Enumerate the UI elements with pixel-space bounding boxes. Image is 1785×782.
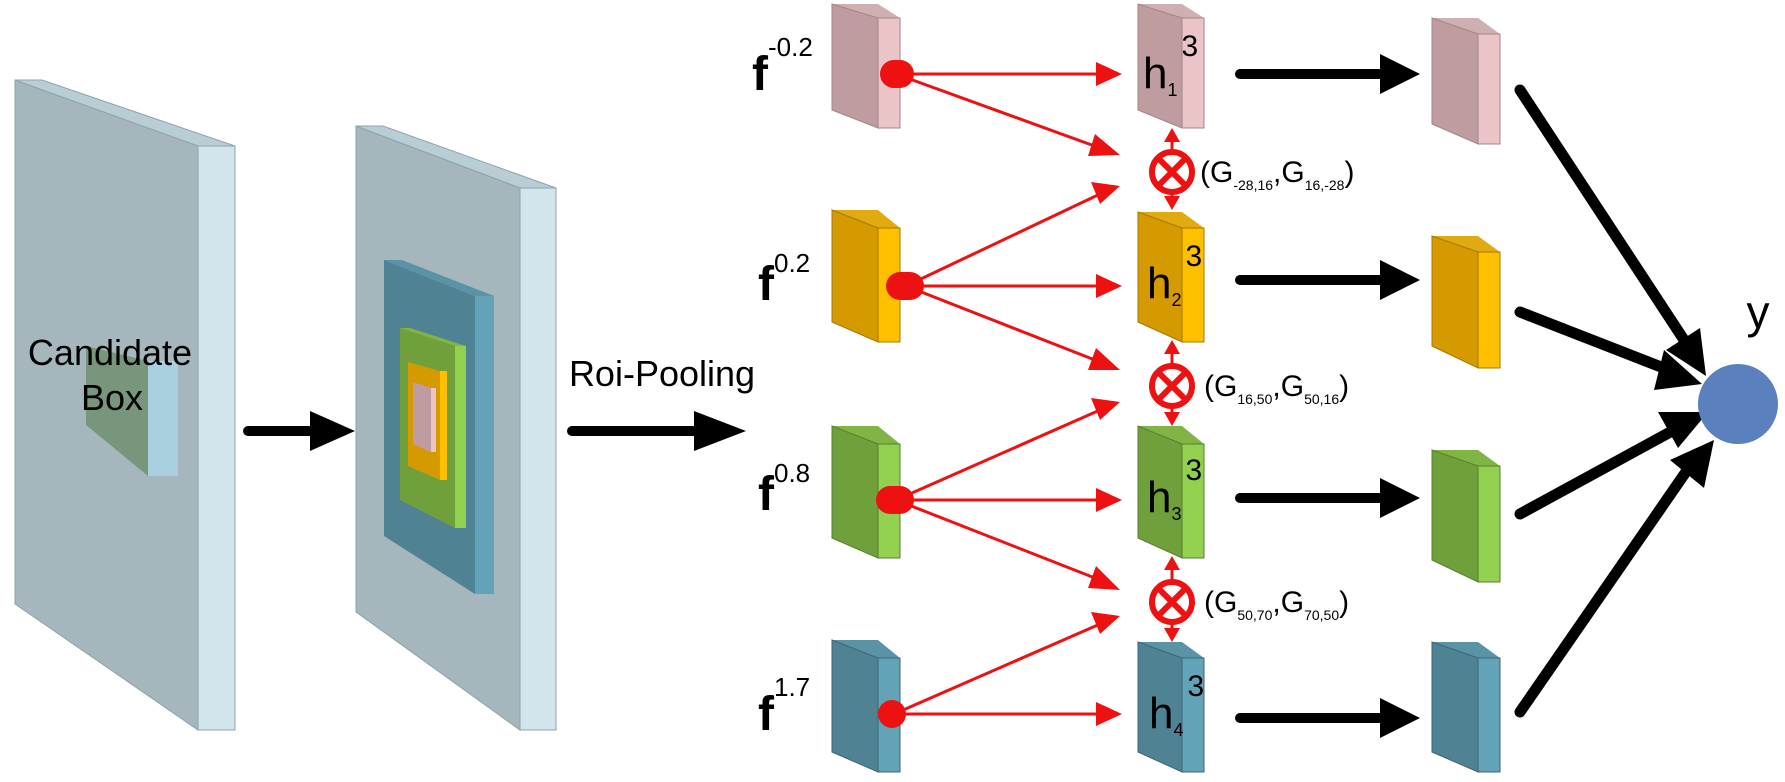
feature-block-4 bbox=[831, 639, 901, 773]
arrow-roi-pooling bbox=[567, 411, 746, 451]
gated-connections bbox=[876, 60, 1180, 728]
feature-label-1: f-0.2 bbox=[752, 32, 813, 101]
arrows-to-output-blocks bbox=[1235, 54, 1420, 738]
feature-map-panel bbox=[355, 125, 557, 731]
feature-label-2: f0.2 bbox=[758, 248, 810, 311]
hidden-block-1 bbox=[1137, 3, 1205, 129]
arrow-to-feature-maps bbox=[243, 411, 355, 451]
output-block-2 bbox=[1431, 235, 1501, 369]
candidate-box-label-line1: Candidate bbox=[28, 332, 192, 373]
output-node bbox=[1698, 364, 1778, 444]
hidden-block-3 bbox=[1137, 425, 1205, 559]
feature-block-2 bbox=[831, 209, 901, 343]
gate-symbol-1 bbox=[1149, 149, 1195, 195]
gate-symbol-3 bbox=[1149, 579, 1195, 625]
feature-label-3: f0.8 bbox=[758, 458, 810, 521]
roi-pooling-label: Roi-Pooling bbox=[569, 353, 755, 394]
arrows-to-output-node bbox=[1514, 84, 1714, 718]
output-block-4 bbox=[1431, 641, 1501, 773]
gate-label-1: (G-28,16,G16,-28) bbox=[1200, 156, 1354, 193]
hidden-label-4: h43 bbox=[1149, 670, 1204, 740]
candidate-box bbox=[86, 346, 178, 476]
hidden-block-2 bbox=[1137, 211, 1205, 343]
candidate-box-label-line2: Box bbox=[81, 377, 143, 418]
hidden-label-2: h23 bbox=[1147, 240, 1202, 310]
feature-block-1 bbox=[831, 3, 901, 129]
output-block-1 bbox=[1431, 17, 1501, 145]
output-label: y bbox=[1747, 286, 1770, 338]
input-image-panel: Candidate Box bbox=[14, 79, 236, 731]
hidden-label-3: h33 bbox=[1147, 454, 1202, 524]
hidden-block-4 bbox=[1137, 641, 1205, 773]
feature-label-4: f1.7 bbox=[758, 672, 810, 741]
gate-symbol-2 bbox=[1149, 363, 1195, 409]
output-block-3 bbox=[1431, 449, 1501, 583]
hidden-label-1: h13 bbox=[1143, 30, 1198, 100]
gate-label-3: (G50,70,G70,50) bbox=[1204, 586, 1349, 623]
gate-label-2: (G16,50,G50,16) bbox=[1204, 370, 1349, 407]
